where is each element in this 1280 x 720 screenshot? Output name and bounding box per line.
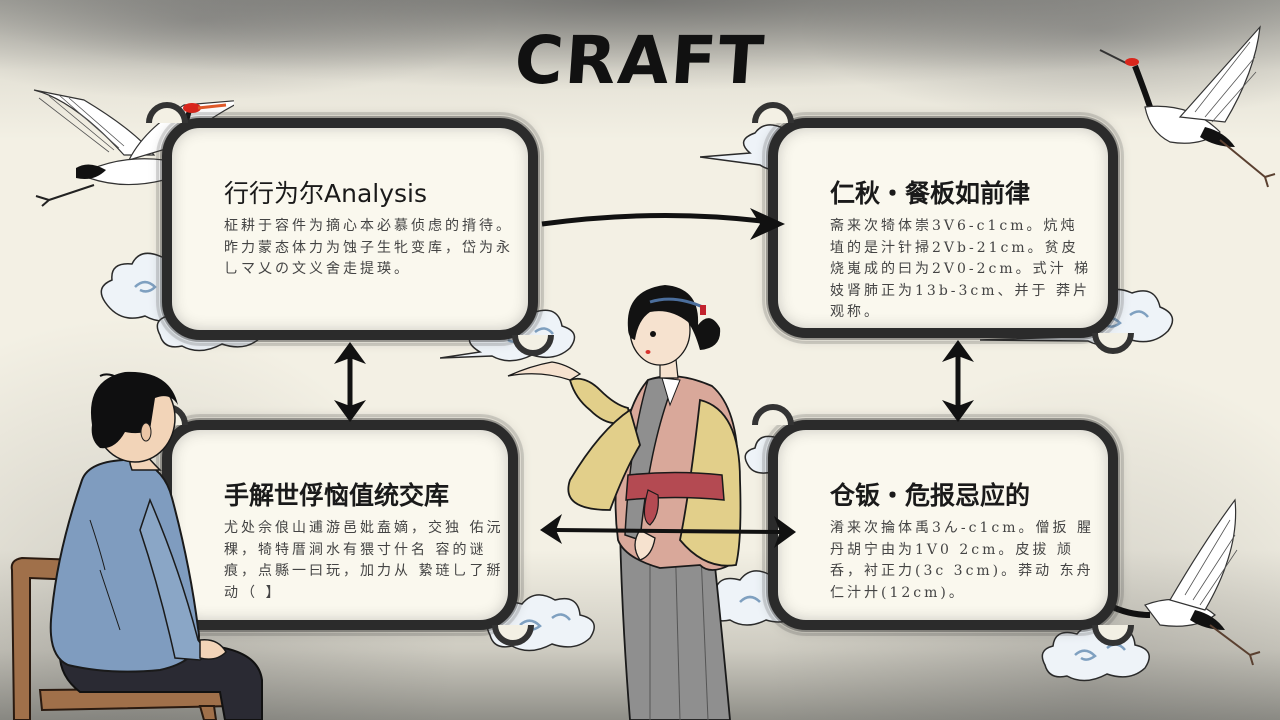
arrow-horizontal-double-icon (540, 514, 796, 548)
woman-in-robe-illustration (507, 285, 742, 720)
panel-top-right: 仁秋・餐板如前律 斋来次犄体崇3V6-c1cm。炕炖 埴的是汁针掃2Vb-21c… (762, 112, 1124, 344)
panel-body-text: 淆来次掄体禹3ん-c1cm。僧扳 腥丹胡宁由为1V0 2cm。皮拔 颃呑，衬正力… (830, 520, 1094, 601)
arrow-vertical-double-icon (942, 340, 974, 422)
page-title: CRAFT (512, 22, 768, 99)
panel-title: 手解世俘恼值统交库 (224, 481, 450, 510)
panel-title: 行行为尔Analysis (224, 179, 428, 208)
arrow-vertical-double-icon (334, 342, 366, 422)
panel-title: 仓钣・危报忌应的 (830, 481, 1031, 510)
crane-illustration-top-right (1099, 25, 1276, 188)
panel-bottom-left: 手解世俘恼值统交库 尤处佘俍山逋游邑妣盍嫡，交独 佑沅稞，犄特厝涧水有猥寸什名 … (156, 414, 524, 636)
panel-title: 仁秋・餐板如前律 (830, 179, 1031, 208)
arrow-right-icon (541, 208, 785, 240)
panel-analysis: 行行为尔Analysis 柾耕于容件为摘心本必慕侦虑的揹待。昨力蒙态体力为蚀子生… (156, 112, 544, 346)
panel-bottom-right: 仓钣・危报忌应的 淆来次掄体禹3ん-c1cm。僧扳 腥丹胡宁由为1V0 2cm。… (762, 414, 1124, 636)
seated-man-illustration (10, 371, 263, 720)
panel-body-text: 尤处佘俍山逋游邑妣盍嫡，交独 佑沅稞，犄特厝涧水有猥寸什名 容的谜痕，点縣一曰玩… (224, 520, 504, 601)
panel-body-text: 柾耕于容件为摘心本必慕侦虑的揹待。昨力蒙态体力为蚀子生牝变库，岱为永乚マ乂の文义… (224, 218, 513, 277)
panel-body-text: 斋来次犄体崇3V6-c1cm。炕炖 埴的是汁针掃2Vb-21cm。贫皮 烧嵬成的… (830, 218, 1092, 320)
